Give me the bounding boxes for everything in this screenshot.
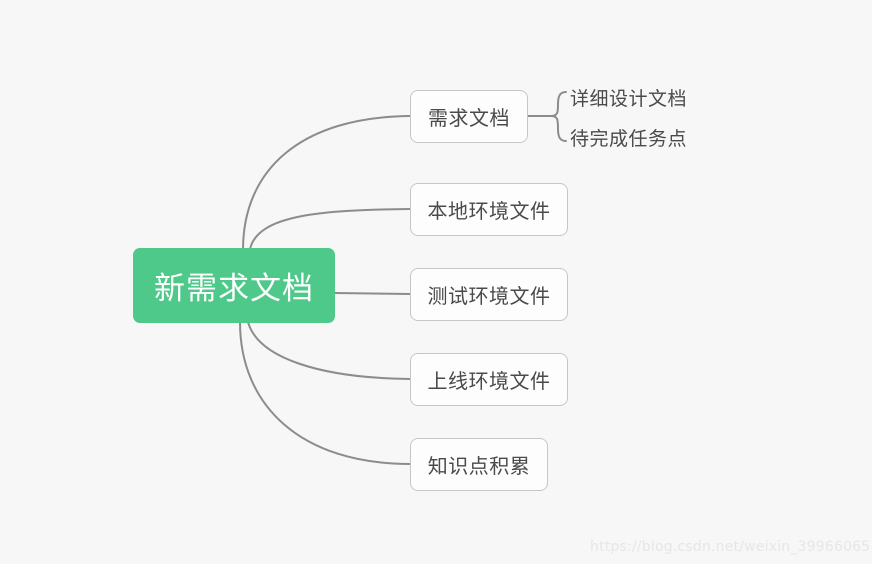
branch-node-requirement-doc[interactable]: 需求文档 bbox=[410, 90, 528, 143]
branch-node-label: 知识点积累 bbox=[427, 454, 531, 478]
edge-requirement-doc-to-pending-task-points bbox=[550, 115, 567, 142]
edge-root-to-knowledge-notes bbox=[239, 321, 411, 465]
leaf-node-detailed-design-doc[interactable]: 详细设计文档 bbox=[570, 88, 688, 110]
edge-requirement-doc-to-detailed-design-doc bbox=[550, 91, 567, 117]
edge-root-to-prod-env-file bbox=[247, 321, 411, 380]
edge-root-to-requirement-doc bbox=[242, 115, 411, 251]
watermark-text: https://blog.csdn.net/weixin_39966065 bbox=[590, 539, 871, 555]
branch-node-label: 测试环境文件 bbox=[427, 284, 551, 308]
branch-node-prod-env-file[interactable]: 上线环境文件 bbox=[410, 353, 568, 406]
root-node-label: 新需求文档 bbox=[154, 271, 314, 307]
branch-node-knowledge-notes[interactable]: 知识点积累 bbox=[410, 438, 548, 491]
branch-node-test-env-file[interactable]: 测试环境文件 bbox=[410, 268, 568, 321]
root-node[interactable]: 新需求文档 bbox=[133, 248, 335, 323]
branch-node-label: 需求文档 bbox=[428, 106, 510, 130]
edge-root-to-test-env-file bbox=[334, 292, 411, 295]
branch-node-label: 上线环境文件 bbox=[427, 369, 551, 393]
edge-root-to-local-env-file bbox=[249, 208, 411, 250]
branch-node-local-env-file[interactable]: 本地环境文件 bbox=[410, 183, 568, 236]
branch-node-label: 本地环境文件 bbox=[427, 199, 551, 223]
leaf-node-pending-task-points[interactable]: 待完成任务点 bbox=[570, 128, 688, 150]
